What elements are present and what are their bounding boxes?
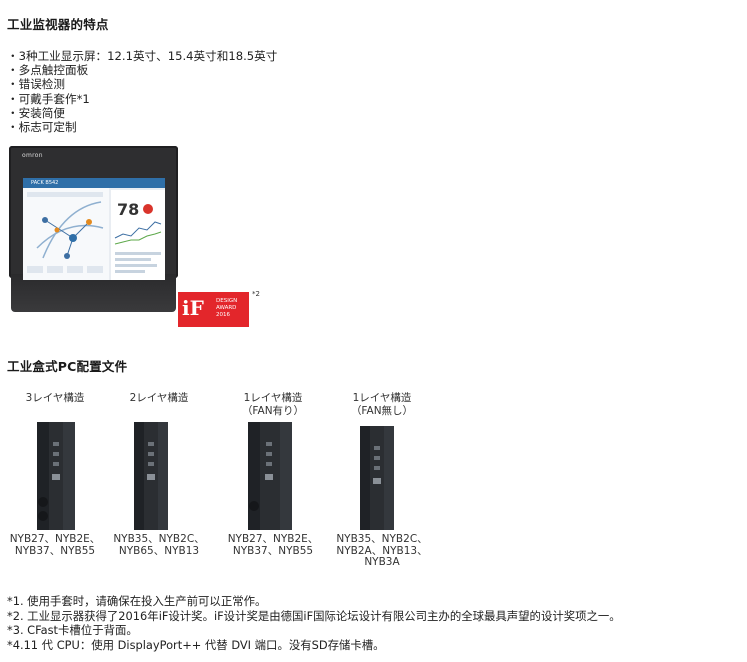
if-logo-mark: iF (182, 296, 204, 320)
monitor-screen: PACK B542 78 (23, 178, 165, 280)
pc-config-title-line: 1レイヤ構造 (243, 392, 303, 404)
screen-diagram (27, 192, 104, 273)
pc-model-line: NYB3A (364, 556, 400, 568)
pc-config-title-line: 1レイヤ構造 (352, 392, 412, 404)
feature-item: ・标志可定制 (7, 120, 77, 135)
if-design-award-logo: iF DESIGN AWARD 2016 (178, 292, 249, 327)
pc-model-list: NYB35、NYB2C、 NYB2A、NYB13、 NYB3A (327, 533, 437, 569)
pc-model-line: NYB37、NYB55 (232, 544, 314, 557)
box-pc-1-layer-fanless-image (360, 426, 394, 530)
pc-model-line: NYB27、NYB2E、 (227, 533, 319, 545)
feature-item: ・错误检测 (7, 77, 65, 92)
monitor-brand-logo: omron (22, 152, 43, 159)
pc-model-list: NYB27、NYB2E、 NYB37、NYB55 (218, 533, 328, 557)
gauge-value: 78 (117, 200, 140, 219)
box-pc-3-layer-image (37, 422, 75, 530)
pc-model-line: NYB27、NYB2E、 (9, 533, 101, 545)
pc-model-line: NYB35、NYB2C、 (336, 533, 428, 545)
feature-item: ・多点触控面板 (7, 63, 89, 78)
pc-model-line: NYB37、NYB55 (14, 544, 96, 557)
industrial-monitor-image: omron PACK B542 (9, 146, 178, 312)
footnotes: *1. 使用手套时，请确保在投入生产前可以正常作。 *2. 工业显示器获得了20… (7, 594, 621, 652)
pc-model-list: NYB27、NYB2E、 NYB37、NYB55 (0, 533, 110, 557)
award-text: DESIGN AWARD 2016 (216, 298, 237, 319)
screen-right-panel: 78 (111, 190, 165, 280)
feature-item: ・3种工业显示屏：12.1英寸、15.4英寸和18.5英寸 (7, 49, 278, 63)
feature-list: ・3种工业显示屏：12.1英寸、15.4英寸和18.5英寸 ・多点触控面板 ・错… (7, 49, 277, 134)
box-pc-2-layer-image (134, 422, 168, 530)
screen-header-text: PACK B542 (31, 180, 59, 186)
pc-config-title-line: （FAN有り） (241, 405, 305, 417)
section-title-features: 工业监视器的特点 (7, 17, 109, 32)
screen-header-bar: PACK B542 (23, 178, 165, 188)
pc-model-line: NYB35、NYB2C、 (113, 533, 205, 545)
footnote: *4.11 代 CPU：使用 DisplayPort++ 代替 DVI 端口。没… (7, 637, 385, 652)
screen-trend-graph (114, 221, 162, 273)
feature-item: ・安装简便 (7, 105, 65, 120)
screen-left-panel (23, 178, 109, 280)
pc-config-column: 2レイヤ構造 NYB35、NYB2C、 NYB65、NYB13 (104, 392, 214, 556)
pc-config-title-line: （FAN無し） (350, 405, 414, 417)
award-line: DESIGN (216, 298, 238, 304)
pc-config-title: 1レイヤ構造 （FAN有り） (218, 392, 328, 418)
award-footnote-mark: *2 (252, 290, 260, 298)
footnote: *1. 使用手套时，请确保在投入生产前可以正常作。 (7, 594, 267, 608)
award-line: 2016 (216, 312, 230, 318)
award-line: AWARD (216, 305, 237, 311)
alert-indicator-icon (143, 204, 153, 214)
pc-model-list: NYB35、NYB2C、 NYB65、NYB13 (104, 533, 214, 557)
pc-config-column: 1レイヤ構造 （FAN無し） NYB35、NYB2C、 NYB2A、NYB13、… (327, 392, 437, 568)
pc-model-line: NYB65、NYB13 (118, 544, 200, 557)
section-title-box-pc: 工业盒式PC配置文件 (7, 359, 128, 374)
pc-config-column: 3レイヤ構造 NYB27、NYB2E、 NYB37、NYB55 (0, 392, 110, 556)
box-pc-1-layer-fan-image (248, 422, 292, 530)
pc-config-title: 1レイヤ構造 （FAN無し） (327, 392, 437, 418)
footnote: *3. CFast卡槽位于背面。 (7, 623, 138, 638)
footnote: *2. 工业显示器获得了2016年iF设计奖。iF设计奖是由德国iF国际论坛设计… (7, 608, 621, 623)
pc-config-title: 2レイヤ構造 (129, 392, 189, 404)
monitor-bezel-bottom (11, 274, 176, 312)
pc-model-line: NYB2A、NYB13、 (336, 544, 428, 557)
pc-config-title: 3レイヤ構造 (25, 392, 85, 404)
pc-config-column: 1レイヤ構造 （FAN有り） NYB27、NYB2E、 NYB37、NYB55 (218, 392, 328, 556)
feature-item: ・可戴手套作*1 (7, 91, 90, 106)
